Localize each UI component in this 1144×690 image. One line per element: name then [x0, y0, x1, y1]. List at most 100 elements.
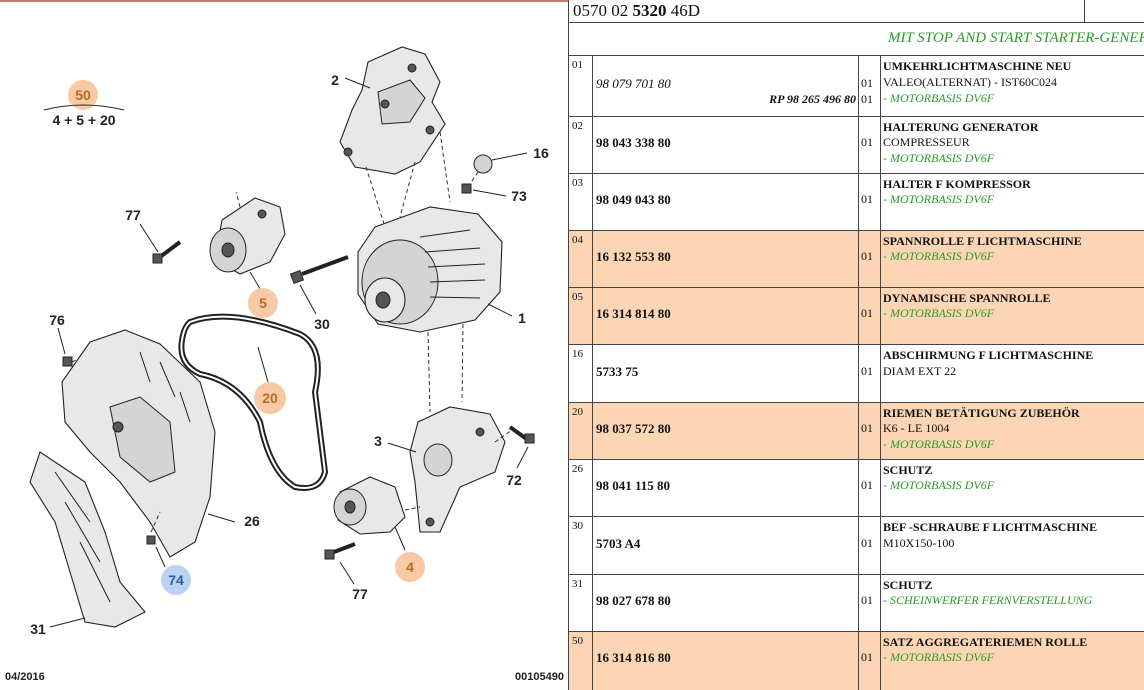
callout-50-label: 50: [75, 87, 91, 103]
reference-code: 0570 02 5320 46D: [573, 0, 700, 22]
part-number[interactable]: 98 041 115 80: [596, 478, 671, 493]
exploded-diagram: 50 4 + 5 + 20 2 16 73 1 30: [0, 2, 568, 690]
bolt-part-74[interactable]: [146, 511, 161, 545]
bolt-part-30[interactable]: [289, 255, 349, 285]
ref-prefix: 0570 02: [573, 1, 633, 20]
callout-77-lower[interactable]: 77: [352, 586, 368, 602]
part-title: SPANNROLLE F LICHTMASCHINE: [883, 234, 1082, 248]
part-number[interactable]: 5703 A4: [596, 536, 641, 551]
cap-part-16[interactable]: [473, 154, 493, 174]
row-number: 50: [569, 632, 593, 690]
part-number[interactable]: 98 027 678 80: [596, 593, 671, 608]
callout-1[interactable]: 1: [518, 310, 526, 326]
row-number: 20: [569, 403, 593, 459]
footer-code: 00105490: [515, 671, 564, 683]
quantity-cell: 01: [859, 174, 881, 230]
description-cell: SCHUTZ - MOTORBASIS DV6F: [881, 460, 1144, 516]
part-title: RIEMEN BETÄTIGUNG ZUBEHÖR: [883, 406, 1080, 420]
description-cell: SATZ AGGREGATERIEMEN ROLLE - MOTORBASIS …: [881, 632, 1144, 690]
assembly-formula: 4 + 5 + 20: [52, 112, 115, 128]
part-applicability: - MOTORBASIS DV6F: [883, 151, 995, 165]
parts-list-panel: 0570 02 5320 46D MIT STOP AND START STAR…: [568, 0, 1144, 690]
part-number[interactable]: 98 079 701 80: [596, 76, 671, 91]
reference-cell: 98 027 678 80: [593, 575, 859, 631]
callout-26[interactable]: 26: [244, 513, 260, 529]
parts-row-31[interactable]: 31 98 027 678 80 01 SCHUTZ - SCHEINWERFE…: [569, 575, 1144, 632]
callout-16[interactable]: 16: [533, 145, 549, 161]
parts-row-04[interactable]: 04 16 132 553 80 01 SPANNROLLE F LICHTMA…: [569, 231, 1144, 288]
parts-row-20[interactable]: 20 98 037 572 80 01 RIEMEN BETÄTIGUNG ZU…: [569, 403, 1144, 460]
bolt-part-77-lower[interactable]: [324, 542, 356, 560]
cover-part-26[interactable]: [61, 329, 216, 558]
bolt-part-72[interactable]: [508, 425, 535, 444]
part-title: SCHUTZ: [883, 578, 933, 592]
callout-76[interactable]: 76: [49, 312, 65, 328]
parts-row-50[interactable]: 50 16 314 816 80 01 SATZ AGGREGATERIEMEN…: [569, 632, 1144, 690]
callout-31[interactable]: 31: [30, 621, 46, 637]
parts-row-03[interactable]: 03 98 049 043 80 01 HALTER F KOMPRESSOR …: [569, 174, 1144, 231]
parts-row-01[interactable]: 01 98 079 701 80 RP 98 265 496 80 01 01 …: [569, 56, 1144, 117]
row-number: 04: [569, 231, 593, 287]
quantity-cell: 01: [859, 632, 881, 690]
quantity-cell: 01: [859, 403, 881, 459]
part-applicability: - MOTORBASIS DV6F: [883, 306, 995, 320]
callout-73[interactable]: 73: [511, 188, 527, 204]
quantity: 01: [861, 135, 873, 149]
description-cell: SCHUTZ - SCHEINWERFER FERNVERSTELLUNG: [881, 575, 1144, 631]
dynamic-tensioner-part[interactable]: [209, 197, 286, 275]
quantity: 01: [861, 306, 873, 320]
parts-row-02[interactable]: 02 98 043 338 80 01 HALTERUNG GENERATOR …: [569, 117, 1144, 174]
part-number[interactable]: 98 043 338 80: [596, 135, 671, 150]
nut-part-73[interactable]: [461, 183, 472, 194]
parts-row-30[interactable]: 30 5703 A4 01 BEF -SCHRAUBE F LICHTMASCH…: [569, 517, 1144, 575]
quantity-replacement: 01: [861, 92, 873, 106]
replacement-part-number[interactable]: RP 98 265 496 80: [769, 92, 856, 106]
callout-30[interactable]: 30: [314, 316, 330, 332]
shield-part-31[interactable]: [29, 451, 146, 628]
header-divider: [1084, 0, 1085, 22]
part-number[interactable]: 98 049 043 80: [596, 192, 671, 207]
callout-20-highlight: [254, 382, 286, 414]
callout-4[interactable]: 4: [406, 559, 414, 575]
parts-row-26[interactable]: 26 98 041 115 80 01 SCHUTZ - MOTORBASIS …: [569, 460, 1144, 517]
callout-3[interactable]: 3: [374, 433, 382, 449]
parts-row-16[interactable]: 16 5733 75 01 ABSCHIRMUNG F LICHTMASCHIN…: [569, 345, 1144, 403]
part-number[interactable]: 98 037 572 80: [596, 421, 671, 436]
callout-77-upper[interactable]: 77: [125, 207, 141, 223]
row-number: 16: [569, 345, 593, 402]
reference-cell: 98 037 572 80: [593, 403, 859, 459]
bolt-part-76[interactable]: [62, 351, 93, 367]
parts-row-05[interactable]: 05 16 314 814 80 01 DYNAMISCHE SPANNROLL…: [569, 288, 1144, 345]
quantity-cell: 01: [859, 231, 881, 287]
part-number[interactable]: 16 314 816 80: [596, 650, 671, 665]
reference-cell: 16 132 553 80: [593, 231, 859, 287]
bracket-part[interactable]: [339, 46, 446, 175]
part-detail: DIAM EXT 22: [883, 364, 957, 378]
part-title: DYNAMISCHE SPANNROLLE: [883, 291, 1051, 305]
bolt-part-77-upper[interactable]: [152, 240, 182, 264]
part-applicability: - MOTORBASIS DV6F: [883, 249, 995, 263]
part-detail: COMPRESSEUR: [883, 135, 970, 149]
callout-72[interactable]: 72: [506, 472, 522, 488]
part-number[interactable]: 5733 75: [596, 364, 639, 379]
part-title: SATZ AGGREGATERIEMEN ROLLE: [883, 635, 1088, 649]
tensioner-roller-part[interactable]: [333, 476, 406, 535]
callout-2[interactable]: 2: [331, 72, 339, 88]
group-title: MIT STOP AND START STARTER-GENERATOR: [888, 30, 1144, 46]
compressor-holder-part[interactable]: [409, 406, 506, 533]
part-detail: VALEO(ALTERNAT) - IST60C024: [883, 75, 1057, 89]
part-title: HALTER F KOMPRESSOR: [883, 177, 1031, 191]
quantity: 01: [861, 76, 873, 90]
part-number[interactable]: 16 132 553 80: [596, 249, 671, 264]
reference-cell: 5703 A4: [593, 517, 859, 574]
part-applicability: - MOTORBASIS DV6F: [883, 478, 995, 492]
alternator-part[interactable]: [357, 206, 503, 333]
part-number[interactable]: 16 314 814 80: [596, 306, 671, 321]
callout-5[interactable]: 5: [259, 295, 267, 311]
reference-cell: 98 079 701 80 RP 98 265 496 80: [593, 56, 859, 116]
part-applicability: - MOTORBASIS DV6F: [883, 650, 995, 664]
callout-74[interactable]: 74: [168, 572, 184, 588]
part-detail: M10X150-100: [883, 536, 955, 550]
assembly-callout-50[interactable]: 50: [68, 80, 98, 110]
callout-20[interactable]: 20: [262, 390, 278, 406]
